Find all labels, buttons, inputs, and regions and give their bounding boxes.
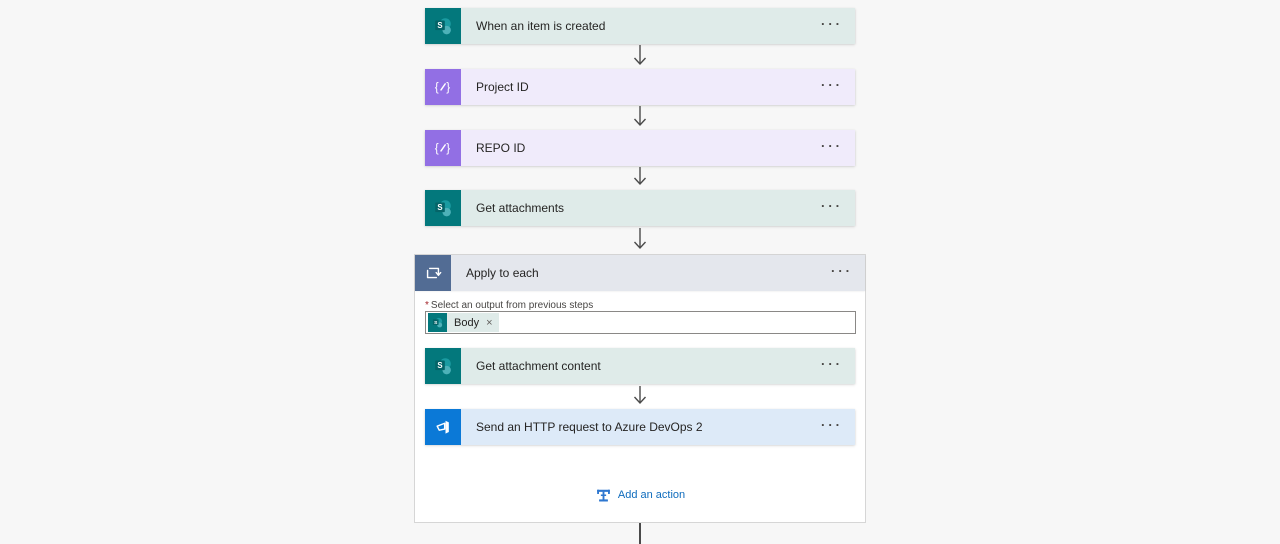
body-token-label: Body <box>454 316 480 329</box>
action-card-get-attachment-content[interactable]: S Get attachment content ··· <box>425 348 855 384</box>
sharepoint-letter: S <box>437 361 442 370</box>
trigger-title: When an item is created <box>476 19 606 33</box>
sharepoint-icon: S <box>428 313 447 332</box>
trigger-card-when-item-created[interactable]: S When an item is created ··· <box>425 8 855 44</box>
sharepoint-letter: S <box>437 203 442 212</box>
action-card-send-http-devops[interactable]: Send an HTTP request to Azure DevOps 2 ·… <box>425 409 855 445</box>
add-an-action-label: Add an action <box>617 489 686 501</box>
get-attachments-more-menu-button[interactable]: ··· <box>817 196 847 221</box>
connector-arrow <box>633 167 647 186</box>
remove-token-button[interactable]: × <box>486 316 493 329</box>
compose-icon: { } <box>425 130 461 166</box>
connector-arrow <box>633 45 647 66</box>
close-brace: } <box>446 141 450 155</box>
azure-devops-icon <box>425 409 461 445</box>
compose-icon: { } <box>425 69 461 105</box>
add-action-icon <box>596 489 610 502</box>
compose-repo-more-menu-button[interactable]: ··· <box>817 136 847 161</box>
action-card-get-attachments[interactable]: S Get attachments ··· <box>425 190 855 226</box>
get-attachment-content-more-menu-button[interactable]: ··· <box>817 354 847 379</box>
trigger-more-menu-button[interactable]: ··· <box>817 14 847 39</box>
compose-repo-title: REPO ID <box>476 141 526 155</box>
apply-to-each-more-menu-button[interactable]: ··· <box>827 261 857 286</box>
send-http-devops-title: Send an HTTP request to Azure DevOps 2 <box>476 420 703 434</box>
body-token-chip[interactable]: S Body × <box>428 313 499 332</box>
get-attachment-content-title: Get attachment content <box>476 359 601 373</box>
select-output-input[interactable]: S Body × <box>425 311 856 334</box>
apply-to-each-scope: Apply to each ··· *Select an output from… <box>414 254 866 523</box>
connector-arrow <box>633 228 647 250</box>
connector-arrow <box>633 386 647 405</box>
compose-card-project-id[interactable]: { } Project ID ··· <box>425 69 855 105</box>
open-brace: { <box>435 141 439 155</box>
apply-to-each-loop-icon <box>415 255 451 291</box>
sharepoint-icon: S <box>425 348 461 384</box>
compose-project-title: Project ID <box>476 80 529 94</box>
close-brace: } <box>446 80 450 94</box>
compose-card-repo-id[interactable]: { } REPO ID ··· <box>425 130 855 166</box>
open-brace: { <box>435 80 439 94</box>
select-output-label: *Select an output from previous steps <box>425 300 594 311</box>
get-attachments-title: Get attachments <box>476 201 565 215</box>
apply-to-each-header[interactable]: Apply to each ··· <box>415 255 865 291</box>
sharepoint-letter: S <box>437 21 442 30</box>
connector-line <box>639 523 641 544</box>
required-marker: * <box>425 300 429 311</box>
connector-arrow <box>633 106 647 127</box>
sharepoint-icon: S <box>425 8 461 44</box>
add-an-action-button[interactable]: Add an action <box>415 485 865 505</box>
sharepoint-icon: S <box>425 190 461 226</box>
sharepoint-letter: S <box>434 320 438 326</box>
send-http-devops-more-menu-button[interactable]: ··· <box>817 415 847 440</box>
apply-to-each-title: Apply to each <box>466 266 539 280</box>
compose-project-more-menu-button[interactable]: ··· <box>817 75 847 100</box>
